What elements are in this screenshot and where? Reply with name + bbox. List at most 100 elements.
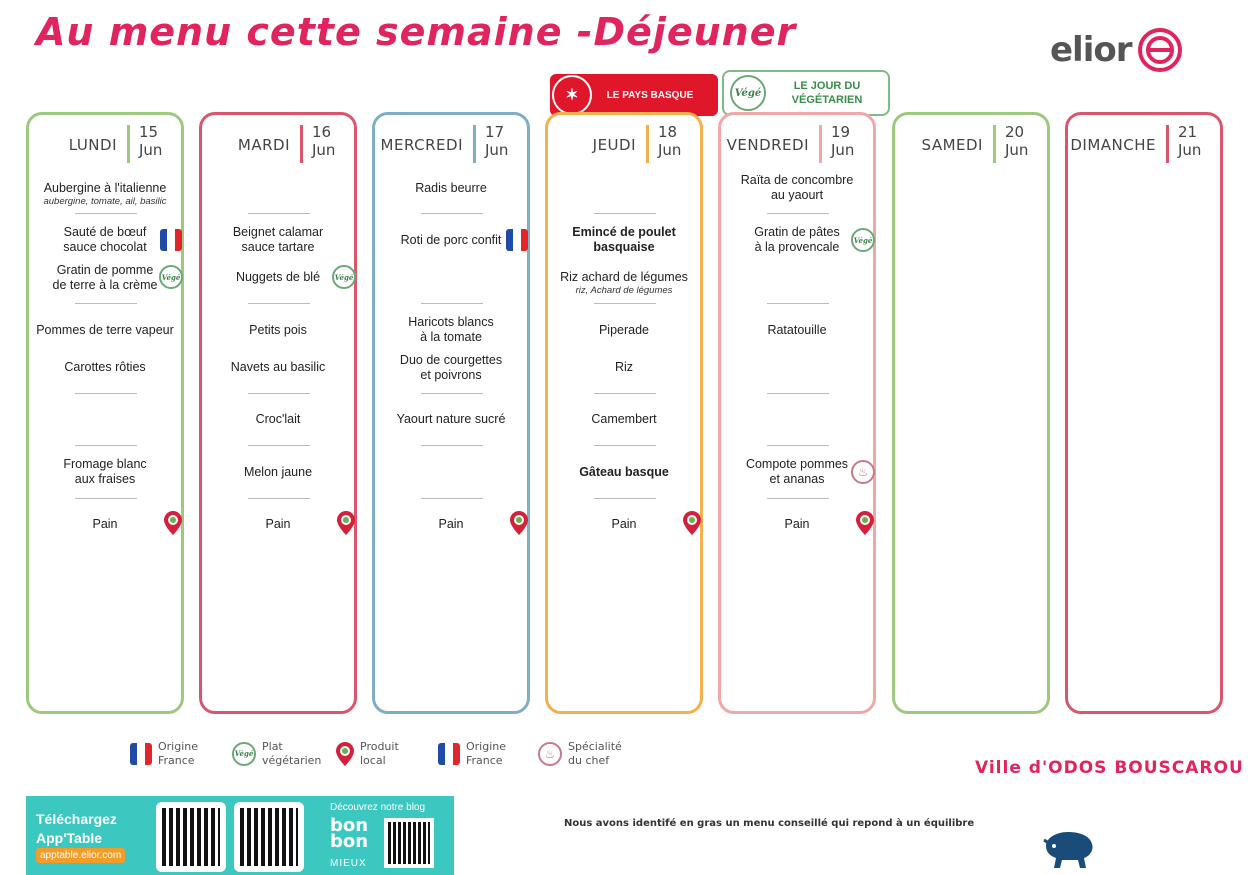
jour-vegetarien-banner: Végé LE JOUR DU VÉGÉTARIEN	[722, 70, 890, 116]
local-pin-icon	[334, 511, 358, 535]
separator	[75, 498, 137, 499]
app-url-link[interactable]: apptable.elior.com	[36, 848, 126, 863]
france-flag-icon	[438, 743, 460, 765]
day-name: VENDREDI	[726, 136, 809, 154]
separator	[75, 445, 137, 446]
separator	[75, 213, 137, 214]
local-pin-icon	[336, 742, 354, 766]
vege-banner-line1: LE JOUR DU	[793, 80, 861, 92]
menu-item: Piperade	[598, 323, 650, 337]
separator	[421, 445, 483, 446]
mieux-text: MIEUX	[330, 858, 367, 869]
elior-logo: elior	[1050, 28, 1182, 72]
footer-note: Nous avons identifé en gras un menu cons…	[564, 818, 975, 829]
france-flag-icon	[130, 743, 152, 765]
day-name: MARDI	[237, 136, 290, 154]
menu-item: Pommes de terre vapeur	[36, 323, 174, 337]
basque-banner-label: LE PAYS BASQUE	[606, 89, 694, 101]
chef-icon: ♨	[538, 742, 562, 766]
separator	[248, 393, 310, 394]
day-name: SAMEDI	[921, 136, 983, 154]
chef-icon: ♨	[851, 460, 875, 484]
menu-item: Ratatouille	[767, 323, 827, 337]
menu-item: Camembert	[591, 412, 657, 426]
menu-item: Roti de porc confit	[400, 233, 502, 247]
separator	[594, 445, 656, 446]
local-pin-icon	[507, 511, 531, 535]
elior-mark-icon	[1137, 28, 1182, 72]
separator	[594, 303, 656, 304]
separator	[248, 213, 310, 214]
menu-item: Riz	[614, 360, 634, 374]
qr-code-icon[interactable]	[156, 802, 226, 872]
day-divider	[300, 125, 303, 163]
menu-item: Croc'lait	[255, 412, 301, 426]
bull-logo-icon	[1043, 832, 1093, 868]
vege-icon: Végé	[232, 742, 256, 766]
menu-item: Pain	[611, 517, 637, 531]
qr-code-icon[interactable]	[234, 802, 304, 872]
day-divider	[993, 125, 996, 163]
blog-text: Découvrez notre blog	[330, 802, 426, 813]
menu-item: Carottes rôties	[64, 360, 146, 374]
day-divider	[1166, 125, 1169, 163]
day-name: DIMANCHE	[1070, 136, 1156, 154]
separator	[248, 498, 310, 499]
day-name: LUNDI	[68, 136, 117, 154]
day-name: JEUDI	[592, 136, 636, 154]
menu-item: Gâteau basque	[579, 465, 669, 479]
local-pin-icon	[853, 511, 877, 535]
separator	[767, 445, 829, 446]
pays-basque-banner: ✶ LE PAYS BASQUE	[550, 74, 718, 116]
separator	[767, 498, 829, 499]
france-flag-icon	[505, 228, 529, 252]
separator	[767, 303, 829, 304]
qr-code-icon[interactable]	[384, 818, 434, 868]
vege-icon: Végé	[159, 265, 183, 289]
vege-banner-label: LE JOUR DU VÉGÉTARIEN	[766, 79, 888, 107]
france-flag-icon	[159, 228, 183, 252]
local-pin-icon	[161, 511, 185, 535]
menu-item: Nuggets de blé	[235, 270, 321, 284]
day-divider	[819, 125, 822, 163]
separator	[75, 303, 137, 304]
separator	[421, 213, 483, 214]
separator	[767, 393, 829, 394]
day-divider	[473, 125, 476, 163]
separator	[594, 393, 656, 394]
separator	[248, 303, 310, 304]
ville-name: Ville d'ODOS BOUSCAROU	[975, 758, 1244, 778]
menu-item: Pain	[438, 517, 464, 531]
menu-item: Radis beurre	[415, 181, 487, 195]
local-pin-icon	[680, 511, 704, 535]
separator	[421, 498, 483, 499]
menu-item: Pain	[265, 517, 291, 531]
